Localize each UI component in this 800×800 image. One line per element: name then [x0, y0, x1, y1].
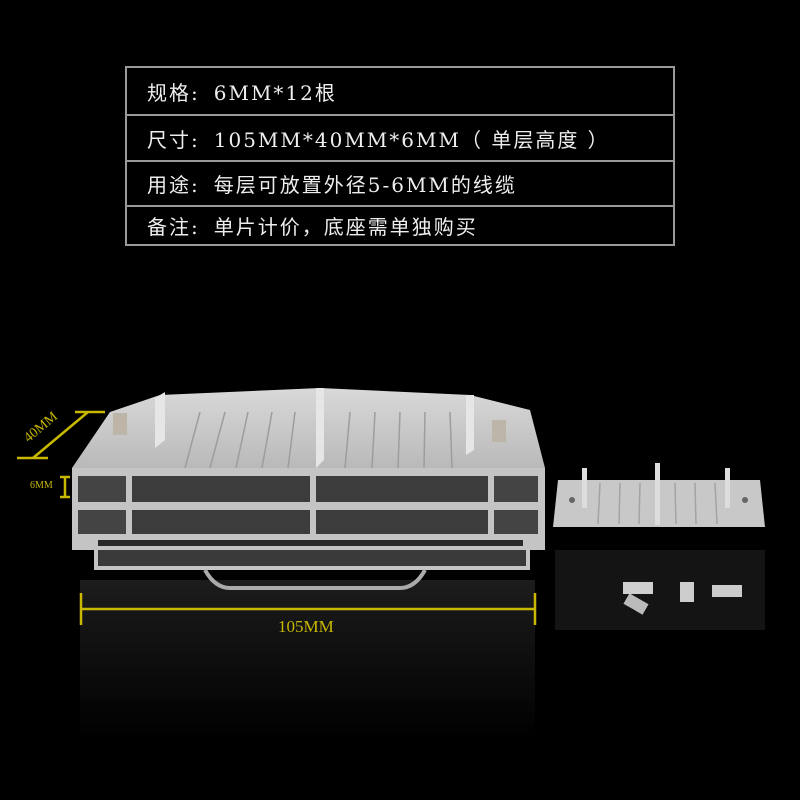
- width-dimension-label: 105MM: [278, 617, 334, 636]
- spec-row-specification: 规格: 6MM*12根: [127, 68, 673, 116]
- spec-value: 6MM*12根: [213, 80, 337, 105]
- spec-key: 规格:: [147, 80, 200, 105]
- spec-key: 尺寸:: [147, 127, 200, 152]
- spec-value: 105MM*40MM*6MM（ 单层高度 ）: [213, 127, 610, 152]
- spec-value: 每层可放置外径5-6MM的线缆: [213, 173, 517, 197]
- single-tray-and-screws-image: [553, 463, 765, 630]
- spec-key: 用途:: [147, 173, 200, 197]
- spec-row-usage: 用途: 每层可放置外径5-6MM的线缆: [127, 162, 673, 207]
- layer-height-dimension-label: 6MM: [30, 480, 53, 491]
- spec-value: 单片计价，底座需单独购买: [213, 215, 478, 239]
- spec-key: 备注:: [147, 215, 200, 239]
- spec-row-note: 备注: 单片计价，底座需单独购买: [127, 207, 673, 244]
- cable-tray-stack-image: [72, 388, 545, 740]
- spec-row-size: 尺寸: 105MM*40MM*6MM（ 单层高度 ）: [127, 116, 673, 162]
- spec-table: 规格: 6MM*12根 尺寸: 105MM*40MM*6MM（ 单层高度 ） 用…: [125, 66, 675, 246]
